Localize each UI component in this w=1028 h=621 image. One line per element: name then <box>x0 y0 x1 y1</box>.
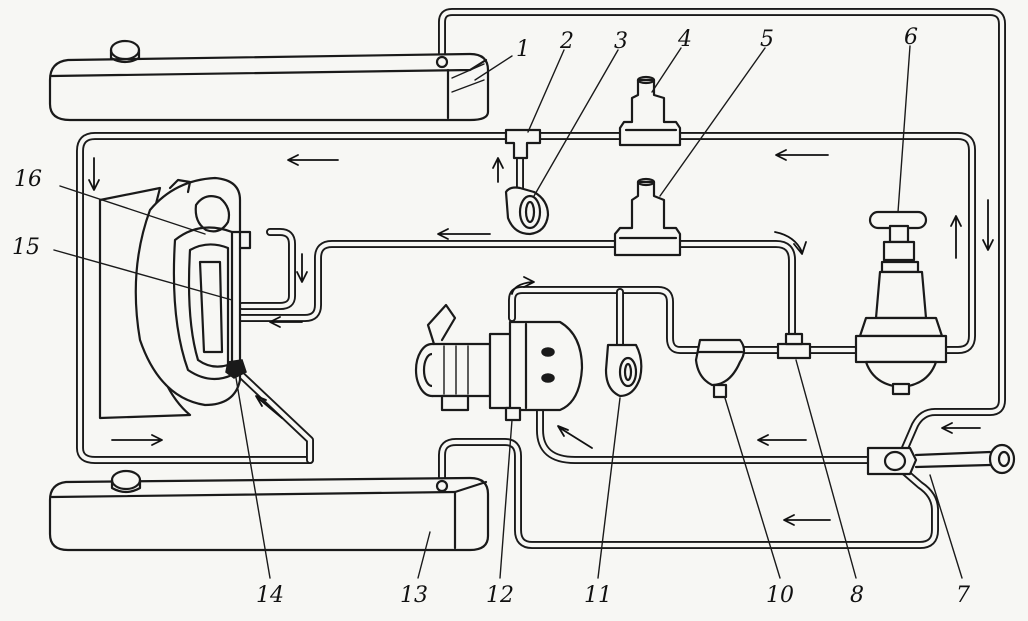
valve-5 <box>613 177 682 257</box>
flow-arrow <box>437 228 491 240</box>
filter-3 <box>504 186 550 236</box>
flow-arrow <box>111 434 163 446</box>
label-16: 16 <box>14 167 42 192</box>
flow-arrow <box>296 253 308 283</box>
flow-arrow <box>783 514 831 526</box>
label-10: 10 <box>766 583 794 608</box>
flow-arrow <box>287 154 339 166</box>
valve-4 <box>618 75 682 147</box>
flow-arrow <box>774 231 807 255</box>
pipe-pump-to-valve <box>536 406 874 464</box>
flow-arrow <box>557 425 593 449</box>
flow-arrow <box>511 276 535 295</box>
flow-arrow <box>941 422 981 434</box>
flow-arrows <box>88 149 994 526</box>
label-7: 7 <box>956 583 970 608</box>
leader-lines <box>53 45 963 579</box>
flow-arrow <box>950 215 962 259</box>
tank-13-cap <box>110 469 142 491</box>
pump-12 <box>414 303 584 422</box>
label-12: 12 <box>486 583 514 608</box>
tee-2 <box>504 128 542 160</box>
label-3: 3 <box>614 29 628 54</box>
pipe-network <box>76 8 1006 549</box>
flow-arrow <box>775 149 829 161</box>
valve-7 <box>866 443 1016 476</box>
flow-arrow <box>88 157 100 191</box>
engine-body <box>98 176 252 420</box>
label-5: 5 <box>760 27 774 52</box>
label-4: 4 <box>677 27 692 52</box>
label-11: 11 <box>584 583 612 608</box>
flow-arrow <box>492 157 504 183</box>
flow-arrow <box>255 395 283 419</box>
label-13: 13 <box>400 583 428 608</box>
filter-11 <box>604 343 643 398</box>
label-6: 6 <box>904 25 918 50</box>
filter-10 <box>694 338 746 399</box>
regulator-6 <box>854 210 948 396</box>
tank-1 <box>48 39 490 122</box>
tank-1-cap <box>109 39 141 61</box>
part-labels: 1 2 3 4 5 6 16 15 14 13 12 11 10 8 7 <box>12 25 970 608</box>
label-8: 8 <box>850 583 864 608</box>
label-1: 1 <box>516 37 530 62</box>
tank-13 <box>48 469 490 552</box>
label-15: 15 <box>12 235 40 260</box>
flow-arrow <box>757 434 807 446</box>
flow-arrow <box>982 199 994 251</box>
tee-8 <box>776 332 812 360</box>
flow-arrow <box>269 316 303 328</box>
pipe-middle <box>236 240 619 322</box>
label-2: 2 <box>559 29 574 54</box>
label-14: 14 <box>256 583 284 608</box>
